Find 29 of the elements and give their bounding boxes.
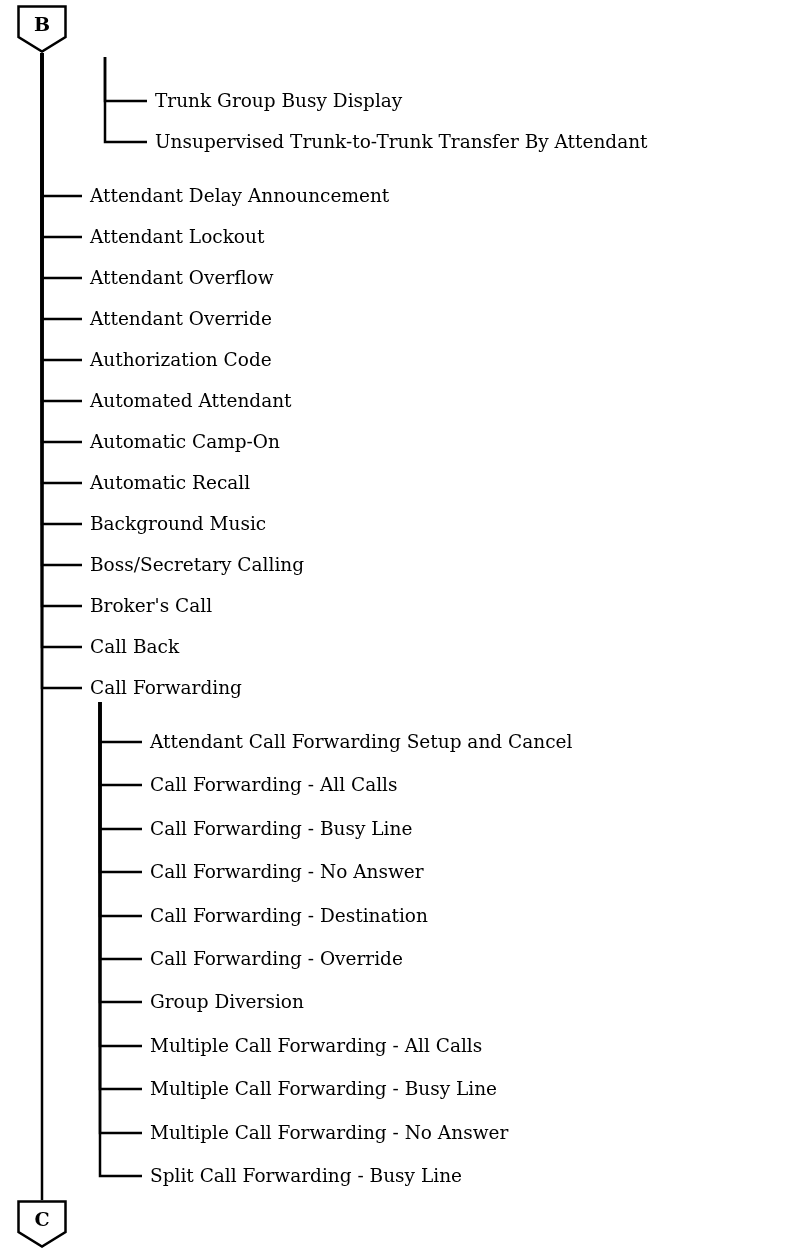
- feature-label: Attendant Lockout: [90, 226, 265, 248]
- feature-label: Attendant Override: [90, 308, 272, 330]
- off-page-connector: B: [17, 5, 67, 53]
- feature-label: Unsupervised Trunk-to-Trunk Transfer By Attendant: [155, 131, 648, 153]
- feature-label: Authorization Code: [90, 349, 272, 371]
- feature-label: Attendant Overflow: [90, 267, 274, 289]
- feature-label: Call Back: [90, 636, 180, 658]
- feature-label: Split Call Forwarding - Busy Line: [150, 1165, 462, 1187]
- feature-label: Automated Attendant: [90, 390, 292, 412]
- feature-label: Call Forwarding - Busy Line: [150, 817, 413, 840]
- feature-label: Broker's Call: [90, 595, 213, 617]
- feature-label: Call Forwarding - No Answer: [150, 861, 424, 884]
- feature-label: Background Music: [90, 513, 267, 535]
- feature-label: Attendant Delay Announcement: [90, 185, 390, 207]
- feature-label: Call Forwarding - Override: [150, 948, 403, 970]
- feature-label: Call Forwarding - Destination: [150, 904, 428, 927]
- feature-label: Trunk Group Busy Display: [155, 90, 403, 112]
- feature-label: Boss/Secretary Calling: [90, 554, 305, 576]
- feature-label: Attendant Call Forwarding Setup and Cancel: [150, 731, 573, 753]
- feature-label: Multiple Call Forwarding - Busy Line: [150, 1078, 498, 1101]
- tree-line: [103, 57, 147, 144]
- feature-label: Multiple Call Forwarding - No Answer: [150, 1121, 509, 1144]
- feature-label: Group Diversion: [150, 991, 304, 1014]
- feature-label: Call Forwarding: [90, 677, 242, 699]
- feature-label: Multiple Call Forwarding - All Calls: [150, 1034, 483, 1057]
- feature-label: Automatic Recall: [90, 472, 251, 494]
- feature-label: Automatic Camp-On: [90, 431, 280, 453]
- off-page-connector: C: [17, 1200, 67, 1248]
- feature-label: Call Forwarding - All Calls: [150, 774, 398, 797]
